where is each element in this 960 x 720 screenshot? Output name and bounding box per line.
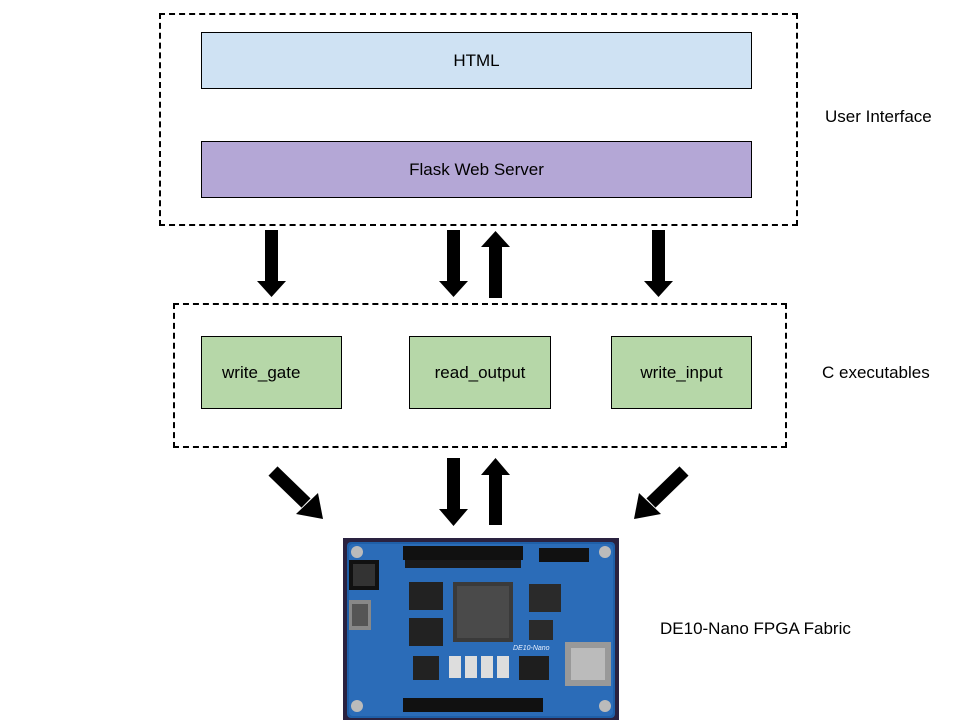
arrow-down-to-read-output <box>439 230 468 297</box>
arrow-down-to-board <box>439 458 468 526</box>
read-output-label: read_output <box>434 362 526 382</box>
write-input-label: write_input <box>640 362 723 382</box>
user-interface-label: User Interface <box>825 107 932 126</box>
de10-nano-board-image: DE10-Nano <box>343 538 619 720</box>
arrow-up-from-read-output <box>481 231 510 298</box>
arrow-down-to-write-gate <box>257 230 286 297</box>
arrow-up-from-board <box>481 458 510 525</box>
user-interface-group <box>159 13 798 226</box>
write-gate-label: write_gate <box>222 362 301 382</box>
board-silkscreen-name: DE10-Nano <box>513 645 550 652</box>
fpga-fabric-label: DE10-Nano FPGA Fabric <box>660 619 851 638</box>
read-output-box: read_output <box>409 336 551 409</box>
arrow-diag-from-write-input <box>634 466 689 519</box>
write-gate-box: write_gate <box>201 336 342 409</box>
arrow-diag-from-write-gate <box>268 466 323 519</box>
arrow-down-to-write-input <box>644 230 673 297</box>
c-executables-label: C executables <box>822 363 930 382</box>
c-executables-group <box>173 303 787 448</box>
flask-server-label: Flask Web Server <box>409 159 544 179</box>
html-box: HTML <box>201 32 752 89</box>
flask-server-box: Flask Web Server <box>201 141 752 198</box>
write-input-box: write_input <box>611 336 752 409</box>
html-box-label: HTML <box>453 50 500 70</box>
